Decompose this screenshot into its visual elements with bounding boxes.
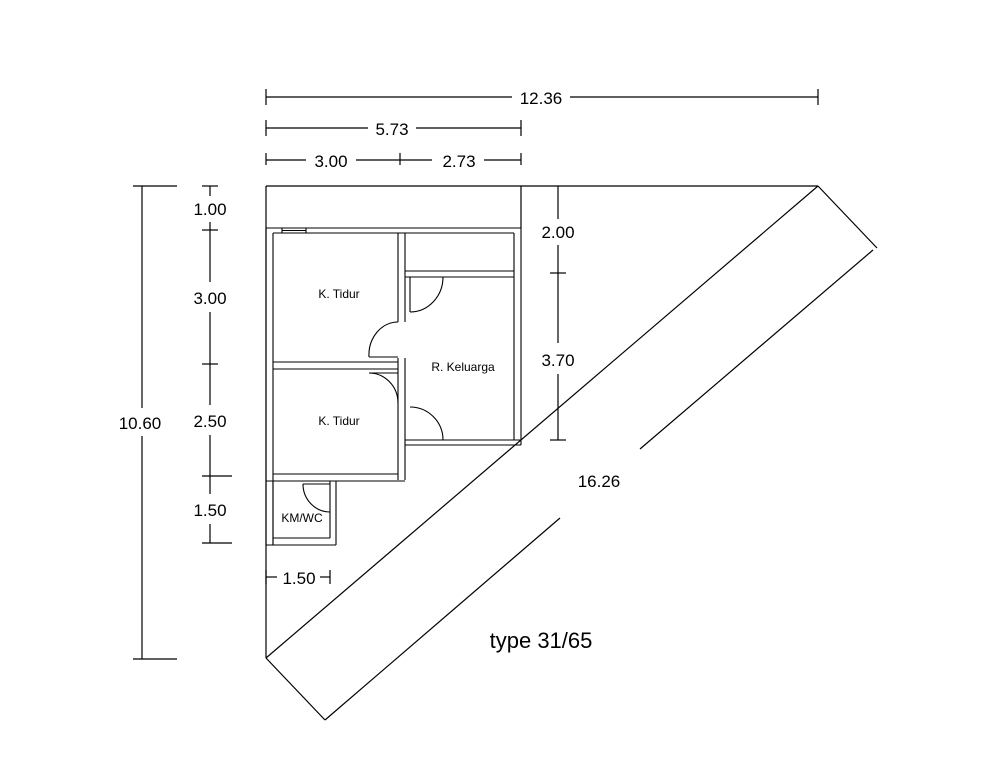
dim-bedroom2-depth: 2.50 — [193, 412, 226, 431]
dim-setback-front: 1.00 — [193, 200, 226, 219]
dim-bedroom1-depth: 3.00 — [193, 289, 226, 308]
dim-total-depth: 10.60 — [119, 414, 162, 433]
dim-building-width: 5.73 — [375, 120, 408, 139]
plan-type-label: type 31/65 — [490, 628, 593, 653]
right-dimensions — [550, 186, 566, 441]
room-label-family-room: R. Keluarga — [431, 360, 495, 374]
doors — [302, 276, 444, 513]
dim-bathroom-depth: 1.50 — [193, 501, 226, 520]
dim-room-width-right: 2.73 — [442, 152, 475, 171]
dim-right-top: 2.00 — [541, 223, 574, 242]
room-label-bedroom-1: K. Tidur — [318, 287, 359, 301]
dim-bathroom-width: 1.50 — [282, 569, 315, 588]
top-dimensions — [265, 89, 819, 165]
left-dimensions — [133, 185, 232, 660]
dim-diagonal: 16.26 — [578, 472, 621, 491]
diagonal-dimension — [265, 185, 878, 721]
dim-room-width-left: 3.00 — [314, 152, 347, 171]
dim-right-bottom: 3.70 — [541, 351, 574, 370]
room-label-bathroom: KM/WC — [281, 511, 323, 525]
dim-total-width: 12.36 — [520, 89, 563, 108]
bathroom-width-dimension — [265, 570, 331, 584]
room-label-bedroom-2: K. Tidur — [318, 414, 359, 428]
walls — [265, 227, 522, 546]
